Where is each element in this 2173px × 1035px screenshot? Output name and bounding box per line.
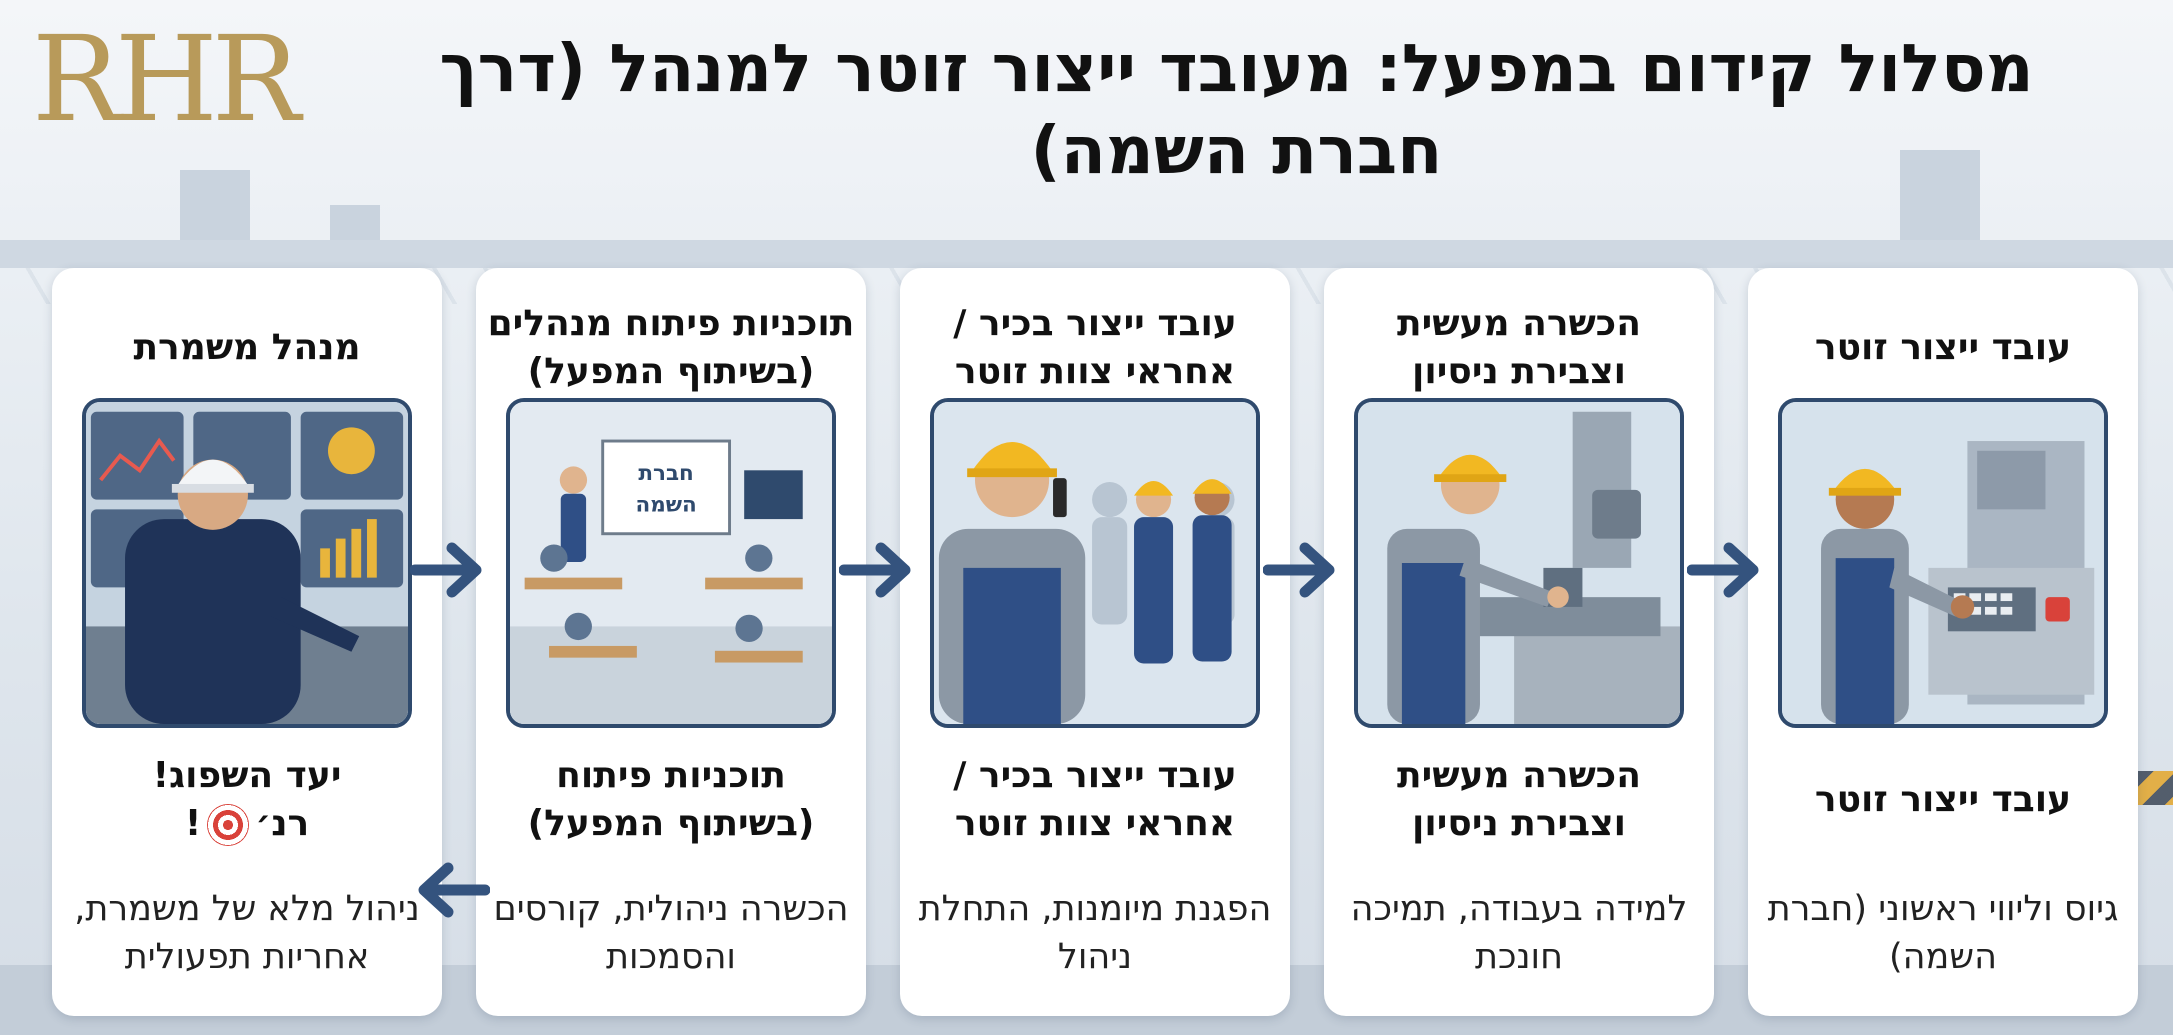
step-subtitle-goal: יעד השפוג! רנ׳! <box>62 730 432 870</box>
step-description: גיוס וליווי ראשוני (חברת השמה) <box>1767 889 2119 977</box>
step-card-development-programs: תוכניות פיתוח מנהלים (בשיתוף המפעל) חברת… <box>476 268 866 1016</box>
arrow-left-icon <box>1263 542 1335 598</box>
arrow-left-icon <box>410 542 482 598</box>
control-room-illustration <box>82 398 412 728</box>
company-logo: RHR <box>32 10 301 148</box>
goal-prefix: רנ׳ <box>255 803 310 844</box>
step-card-junior-worker: עובד ייצור זוטר עובד ייצור זוטר גיוס ול <box>1748 268 2138 1016</box>
step-subtitle: עובד ייצור בכיר / אחראי צוות זוטר <box>953 755 1237 844</box>
step-title: מנהל משמרת <box>133 327 361 368</box>
step-title: תוכניות פיתוח מנהלים (בשיתוף המפעל) <box>487 303 855 392</box>
svg-text:חברת: חברת <box>638 461 693 486</box>
step-card-senior-worker: עובד ייצור בכיר / אחראי צוות זוטר <box>900 268 1290 1016</box>
page-title: מסלול קידום במפעל: מעובד ייצור זוטר למנה… <box>439 30 2034 189</box>
step-description: למידה בעבודה, תמיכה חונכת <box>1350 889 1688 977</box>
team-lead-illustration <box>930 398 1260 728</box>
step-subtitle: הכשרה מעשית וצבירת ניסיון <box>1397 755 1641 844</box>
step-subtitle: תוכניות פיתוח (בשיתוף המפעל) <box>527 755 815 844</box>
step-card-practical-training: הכשרה מעשית וצבירת ניסיון הכשרה מעשית וצ… <box>1324 268 1714 1016</box>
goal-exclamation: ! <box>184 803 202 844</box>
junior-worker-illustration <box>1778 398 2108 728</box>
step-title: הכשרה מעשית וצבירת ניסיון <box>1397 303 1641 392</box>
step-title: עובד ייצור זוטר <box>1814 327 2072 368</box>
machinist-illustration <box>1354 398 1684 728</box>
goal-label: יעד השפוג! <box>152 755 342 796</box>
step-card-shift-manager: מנהל משמרת <box>52 268 442 1016</box>
step-description: ניהול מלא של משמרת, אחריות תפעולית <box>74 889 420 977</box>
step-title: עובד ייצור בכיר / אחראי צוות זוטר <box>953 303 1237 392</box>
classroom-illustration: חברת השמה <box>506 398 836 728</box>
arrow-left-icon <box>418 862 490 918</box>
svg-text:השמה: השמה <box>635 492 696 517</box>
goal-line-2: רנ׳! <box>185 800 309 848</box>
step-description: הפגנת מיומנות, התחלת ניהול <box>918 889 1272 977</box>
step-subtitle: עובד ייצור זוטר <box>1814 779 2072 820</box>
target-icon <box>207 804 250 846</box>
step-description: הכשרה ניהולית, קורסים והסמכות <box>493 889 849 977</box>
arrow-left-icon <box>839 542 911 598</box>
arrow-left-icon <box>1687 542 1759 598</box>
